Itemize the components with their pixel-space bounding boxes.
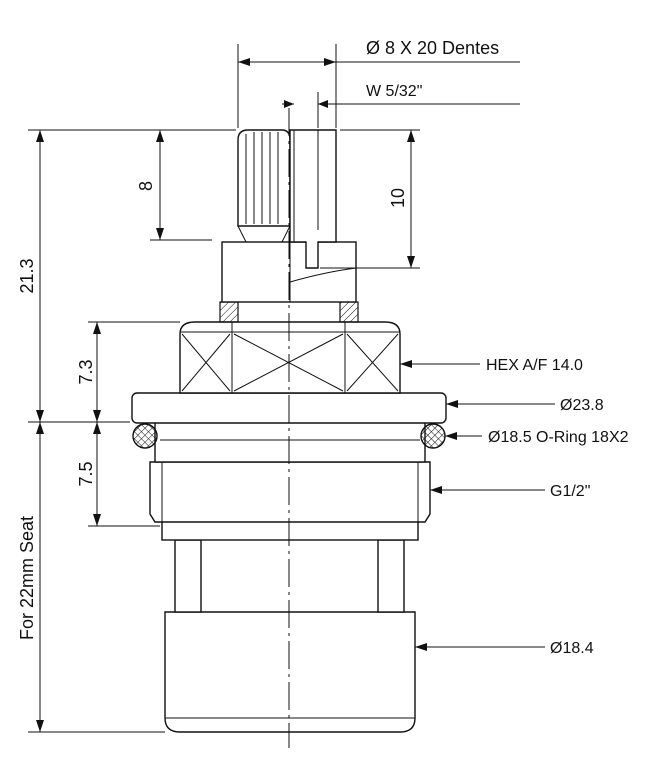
thread-section bbox=[149, 461, 431, 523]
thread-label: G1/2" bbox=[550, 483, 590, 500]
cartridge-body bbox=[131, 129, 447, 733]
dim-7-5-label: 7.5 bbox=[76, 461, 96, 486]
dimension-lines bbox=[28, 44, 555, 733]
body-dia-label: Ø18.4 bbox=[550, 640, 594, 657]
left-leg bbox=[174, 539, 202, 613]
dim-10-label: 10 bbox=[388, 188, 408, 208]
width-label: W 5/32" bbox=[366, 83, 422, 100]
oring-label: Ø18.5 O-Ring 18X2 bbox=[488, 429, 629, 446]
oring-right bbox=[420, 423, 446, 449]
oring-neck bbox=[154, 421, 426, 463]
dim-21-3-label: 21.3 bbox=[17, 258, 37, 293]
spline-label: Ø 8 X 20 Dentes bbox=[366, 38, 499, 58]
washer-right bbox=[339, 301, 359, 323]
hex-label: HEX A/F 14.0 bbox=[486, 357, 583, 374]
dim-7-3-label: 7.3 bbox=[76, 359, 96, 384]
right-leg bbox=[377, 539, 405, 613]
oring-left bbox=[132, 423, 158, 449]
dim-8-label: 8 bbox=[136, 181, 156, 191]
thread-base bbox=[161, 519, 419, 541]
flat-blade bbox=[289, 129, 337, 269]
flange-label: Ø23.8 bbox=[560, 397, 604, 414]
hex-nut bbox=[179, 321, 401, 394]
seat-label: For 22mm Seat bbox=[17, 516, 37, 640]
washer-left bbox=[219, 301, 239, 323]
lower-body bbox=[164, 611, 416, 733]
spline-teeth bbox=[245, 132, 279, 224]
